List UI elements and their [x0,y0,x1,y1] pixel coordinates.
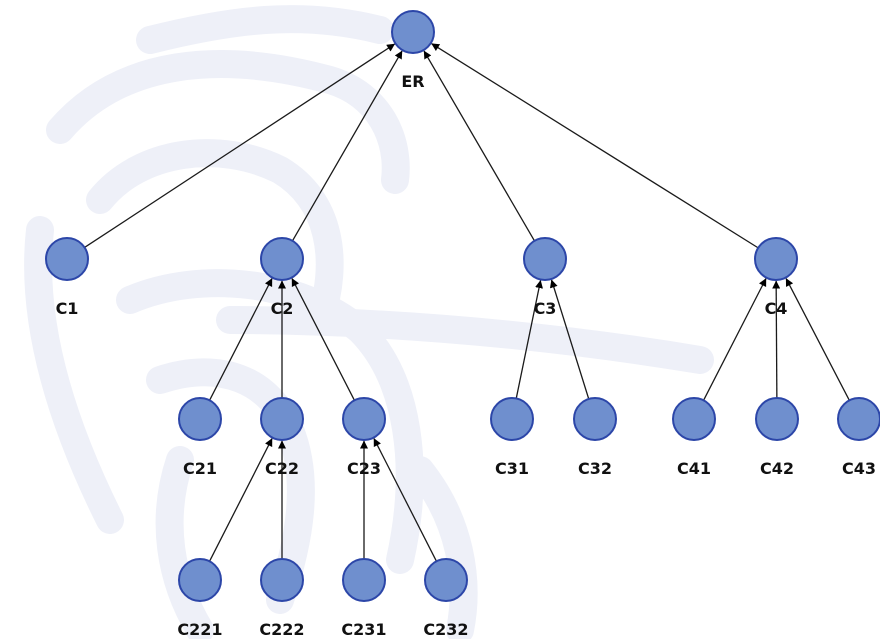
edge-c23-to-c2 [291,278,356,401]
node-label-c32: C32 [578,459,612,478]
node-label-c42: C42 [760,459,794,478]
edge-c31-to-c3 [515,280,543,399]
edges-layer [84,43,850,562]
node-c41[interactable] [672,397,716,441]
node-label-c21: C21 [183,459,217,478]
node-c221[interactable] [178,558,222,602]
node-c231[interactable] [342,558,386,602]
node-label-c31: C31 [495,459,529,478]
node-c21[interactable] [178,397,222,441]
node-c23[interactable] [342,397,386,441]
edge-c232-to-c23 [373,438,438,562]
node-c222[interactable] [260,558,304,602]
node-c22[interactable] [260,397,304,441]
edge-c43-to-c4 [785,278,850,401]
node-label-c222: C222 [259,620,304,639]
node-label-c3: C3 [534,299,557,318]
node-er[interactable] [391,10,435,54]
edge-c2-to-er [291,50,403,242]
node-label-c23: C23 [347,459,381,478]
node-c43[interactable] [837,397,880,441]
node-label-c2: C2 [271,299,294,318]
node-c31[interactable] [490,397,534,441]
nodes-layer [45,10,880,602]
edge-c32-to-c3 [549,279,590,400]
node-c32[interactable] [573,397,617,441]
node-label-c232: C232 [423,620,468,639]
node-label-c22: C22 [265,459,299,478]
edge-c41-to-c4 [702,278,767,401]
node-c3[interactable] [523,237,567,281]
node-label-c1: C1 [56,299,79,318]
node-c4[interactable] [754,237,798,281]
node-label-c41: C41 [677,459,711,478]
node-c232[interactable] [424,558,468,602]
node-label-c4: C4 [765,299,788,318]
edge-c1-to-er [84,43,396,249]
edge-c3-to-er [423,50,536,242]
node-c1[interactable] [45,237,89,281]
edge-c4-to-er [431,43,759,249]
edge-c42-to-c4 [772,280,781,399]
node-label-er: ER [401,72,424,91]
background-watermark [24,5,714,639]
node-label-c43: C43 [842,459,876,478]
node-c42[interactable] [755,397,799,441]
node-label-c221: C221 [177,620,222,639]
node-c2[interactable] [260,237,304,281]
node-label-c231: C231 [341,620,386,639]
edge-c21-to-c2 [208,278,273,401]
edge-c221-to-c22 [208,438,273,562]
